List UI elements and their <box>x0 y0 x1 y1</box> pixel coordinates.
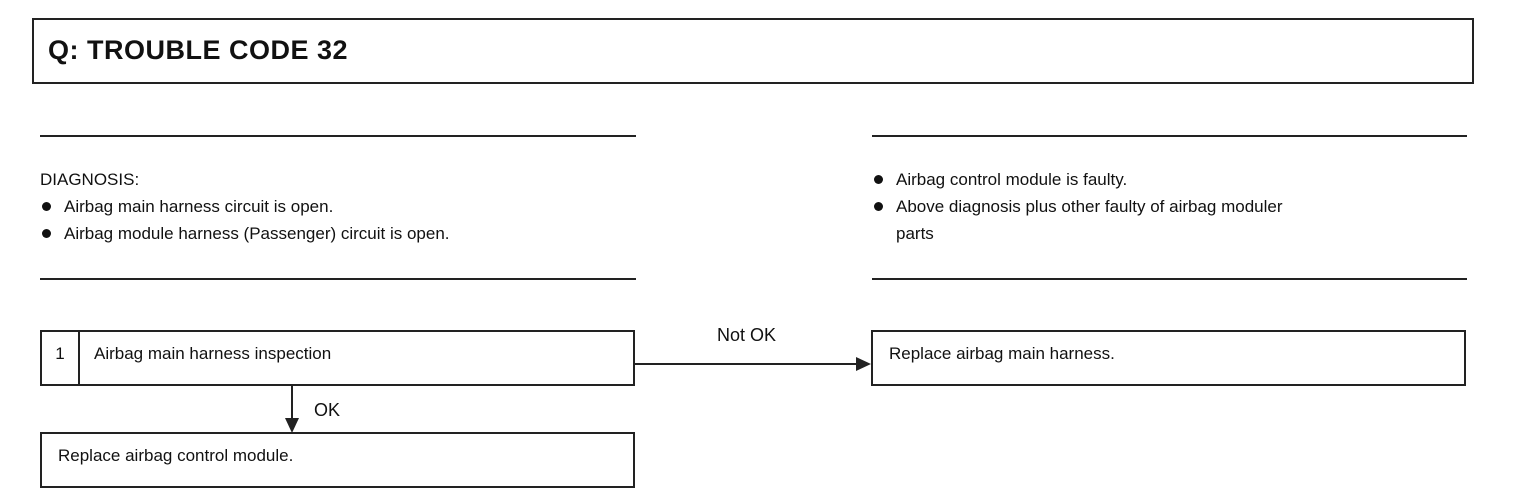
not-ok-arrowhead <box>856 357 871 371</box>
step-1-number: 1 <box>42 332 80 384</box>
title-box: Q: TROUBLE CODE 32 <box>32 18 1474 84</box>
right-top-rule <box>872 135 1467 137</box>
ok-arrowhead <box>285 418 299 433</box>
left-top-rule <box>40 135 636 137</box>
ok-label: OK <box>314 400 341 420</box>
diagnosis-right-item-1: Airbag control module is faulty. <box>872 166 1283 193</box>
ok-result-box: Replace airbag control module. <box>40 432 635 488</box>
diagnosis-item-2: Airbag module harness (Passenger) circui… <box>40 220 450 247</box>
diagnosis-right-block: Airbag control module is faulty. Above d… <box>872 166 1283 247</box>
right-bottom-rule <box>872 278 1467 280</box>
step-1-label: Airbag main harness inspection <box>94 344 332 363</box>
not-ok-result-label: Replace airbag main harness. <box>889 344 1115 363</box>
diagnosis-block: DIAGNOSIS: Airbag main harness circuit i… <box>40 166 450 247</box>
not-ok-label: Not OK <box>717 325 777 345</box>
page-title: Q: TROUBLE CODE 32 <box>48 35 349 65</box>
step-1-box: 1 Airbag main harness inspection <box>40 330 635 386</box>
diagnosis-item-1: Airbag main harness circuit is open. <box>40 193 450 220</box>
diagnosis-right-item-2: Above diagnosis plus other faulty of air… <box>872 193 1283 220</box>
left-bottom-rule <box>40 278 636 280</box>
ok-result-label: Replace airbag control module. <box>58 446 294 465</box>
diagnosis-right-continuation: parts <box>896 224 934 243</box>
diagnosis-heading: DIAGNOSIS: <box>40 170 140 189</box>
not-ok-result-box: Replace airbag main harness. <box>871 330 1466 386</box>
